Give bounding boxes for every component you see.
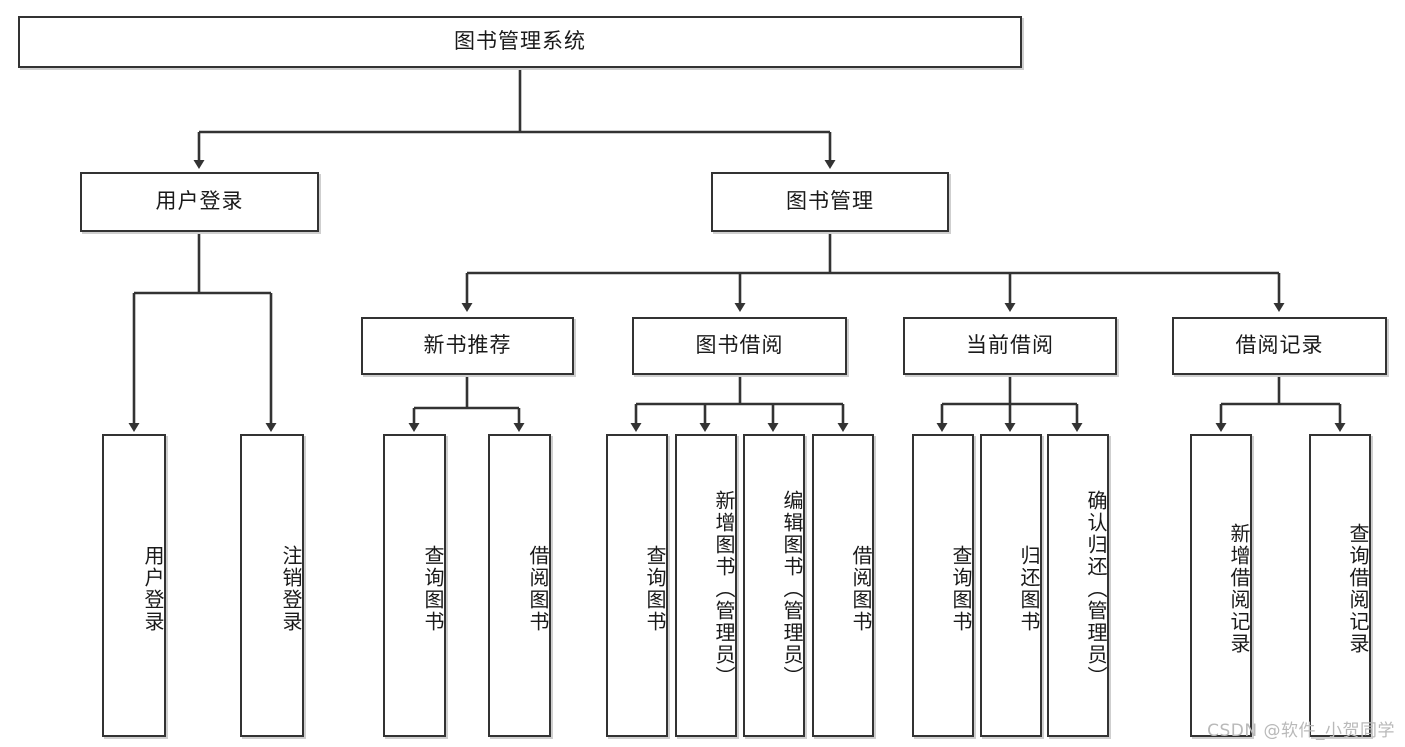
node-book-borrow[interactable]: 图书借阅 [632, 317, 847, 375]
node-label: 查询图书 [643, 544, 667, 633]
leaf-edit-book-admin[interactable]: 编辑图书（管理员） [743, 434, 805, 737]
node-label: 归还图书 [1017, 544, 1041, 633]
node-label: 当前借阅 [966, 333, 1054, 358]
node-label: 确认归还（管理员） [1084, 489, 1108, 688]
node-label: 用户登录 [141, 544, 165, 633]
node-label: 借阅图书 [849, 544, 873, 633]
leaf-query-book-borrow[interactable]: 查询图书 [606, 434, 668, 737]
leaf-user-logout[interactable]: 注销登录 [240, 434, 304, 737]
node-label: 图书借阅 [695, 333, 784, 358]
node-borrow-record[interactable]: 借阅记录 [1172, 317, 1387, 375]
node-user-login[interactable]: 用户登录 [80, 172, 319, 232]
leaf-borrow-book-recommend[interactable]: 借阅图书 [488, 434, 551, 737]
leaf-query-borrow-record[interactable]: 查询借阅记录 [1309, 434, 1371, 737]
node-book-management[interactable]: 图书管理 [711, 172, 949, 232]
node-current-borrow[interactable]: 当前借阅 [903, 317, 1117, 375]
node-label: 图书管理 [786, 189, 874, 214]
leaf-add-book-admin[interactable]: 新增图书（管理员） [675, 434, 737, 737]
node-label: 图书管理系统 [454, 29, 586, 54]
leaf-query-book-current[interactable]: 查询图书 [912, 434, 974, 737]
node-label: 用户登录 [155, 189, 244, 214]
node-label: 新增借阅记录 [1227, 522, 1251, 655]
node-label: 新书推荐 [423, 333, 512, 358]
node-label: 编辑图书（管理员） [780, 489, 804, 688]
node-label: 新增图书（管理员） [712, 489, 736, 688]
node-label: 查询借阅记录 [1346, 522, 1370, 655]
leaf-user-login[interactable]: 用户登录 [102, 434, 166, 737]
node-root-book-management-system[interactable]: 图书管理系统 [18, 16, 1022, 68]
csdn-watermark: CSDN @软件_小贺同学 [1207, 721, 1395, 741]
node-label: 查询图书 [421, 544, 445, 633]
leaf-query-book-recommend[interactable]: 查询图书 [383, 434, 446, 737]
node-new-book-recommend[interactable]: 新书推荐 [361, 317, 574, 375]
leaf-confirm-return-admin[interactable]: 确认归还（管理员） [1047, 434, 1109, 737]
node-label: 借阅记录 [1235, 333, 1324, 358]
node-label: 借阅图书 [526, 544, 550, 633]
leaf-add-borrow-record[interactable]: 新增借阅记录 [1190, 434, 1252, 737]
node-label: 查询图书 [949, 544, 973, 633]
leaf-return-book[interactable]: 归还图书 [980, 434, 1042, 737]
node-label: 注销登录 [279, 544, 303, 633]
leaf-borrow-book[interactable]: 借阅图书 [812, 434, 874, 737]
